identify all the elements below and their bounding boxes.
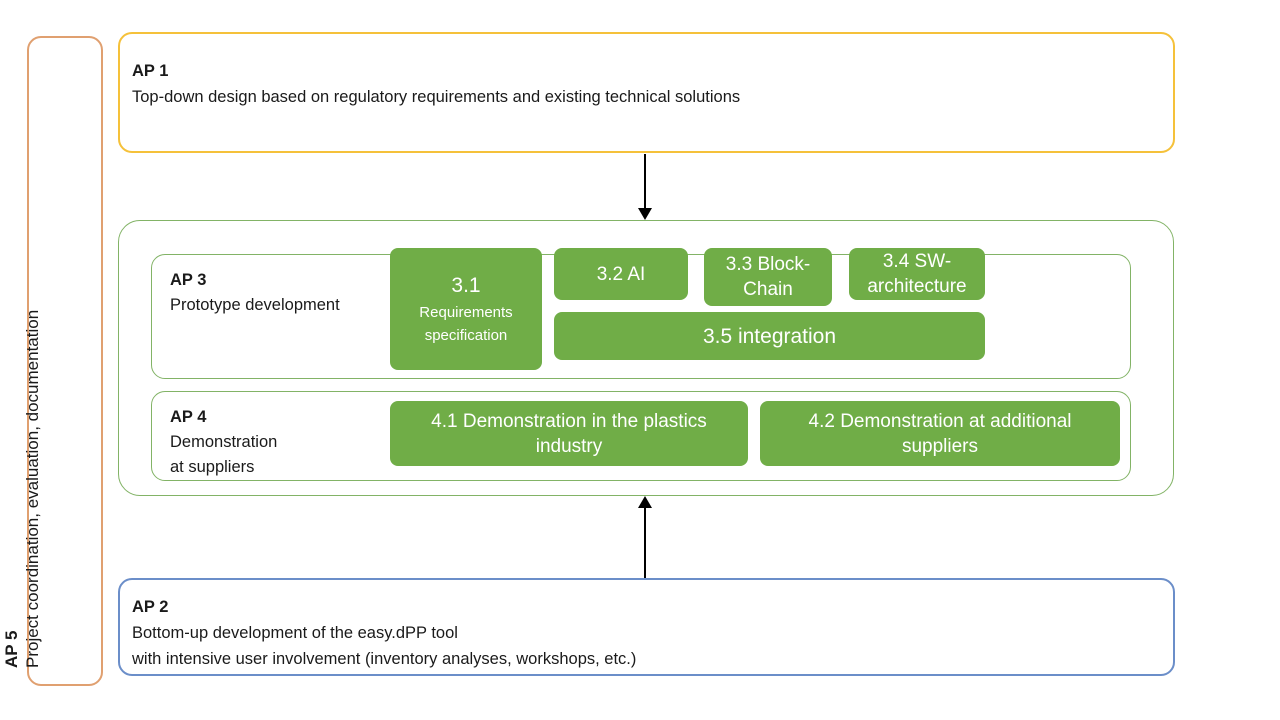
ap5-container: AP 5 Project coordination, evaluation, d… <box>2 36 103 686</box>
task-box-3-1[interactable]: 3.1 Requirements specification <box>390 248 542 370</box>
ap5-code: AP 5 <box>2 630 21 669</box>
task-3-1-label: Requirements specification <box>419 304 513 344</box>
ap5-text: Project coordination, evaluation, docume… <box>23 309 42 668</box>
ap3-code: AP 3 <box>170 271 207 289</box>
task-box-4-2[interactable]: 4.2 Demonstration at additional supplier… <box>760 401 1120 466</box>
ap1-container: AP 1 Top-down design based on regulatory… <box>118 32 1175 153</box>
ap4-code: AP 4 <box>170 408 207 426</box>
task-3-2-label: 3.2 AI <box>596 263 646 285</box>
arrow-ap1-to-middle-line <box>644 154 646 210</box>
task-box-3-4[interactable]: 3.4 SW-architecture <box>849 248 985 300</box>
task-4-1-label: 4.1 Demonstration in the plastics indust… <box>431 410 707 457</box>
task-3-3-label: 3.3 Block-Chain <box>725 254 811 300</box>
ap5-vertical-label: AP 5 Project coordination, evaluation, d… <box>1 38 43 668</box>
ap2-text-line2: with intensive user involvement (invento… <box>132 650 637 668</box>
task-box-3-3[interactable]: 3.3 Block-Chain <box>704 248 832 306</box>
arrow-ap1-to-middle-head <box>638 208 652 220</box>
task-3-1-number: 3.1 <box>451 274 481 297</box>
task-4-2-label: 4.2 Demonstration at additional supplier… <box>808 410 1072 457</box>
task-box-4-1[interactable]: 4.1 Demonstration in the plastics indust… <box>390 401 748 466</box>
ap4-container: AP 4 Demonstration at suppliers 4.1 Demo… <box>151 391 1131 481</box>
ap3-ap4-group: AP 3 Prototype development 3.1 Requireme… <box>118 220 1174 496</box>
arrow-ap2-to-middle-line <box>644 506 646 578</box>
ap4-text-line2: at suppliers <box>170 458 255 476</box>
ap3-text: Prototype development <box>170 296 340 314</box>
ap3-label: AP 3 Prototype development <box>170 268 340 318</box>
task-3-4-label: 3.4 SW-architecture <box>867 251 967 297</box>
ap1-text: Top-down design based on regulatory requ… <box>132 88 741 106</box>
ap4-label: AP 4 Demonstration at suppliers <box>170 405 277 480</box>
ap2-container: AP 2 Bottom-up development of the easy.d… <box>118 578 1175 676</box>
ap3-container: AP 3 Prototype development 3.1 Requireme… <box>151 248 1131 379</box>
task-box-3-2[interactable]: 3.2 AI <box>554 248 688 300</box>
arrow-ap2-to-middle-head <box>638 496 652 508</box>
task-3-5-label: 3.5 integration <box>702 324 837 348</box>
task-box-3-5[interactable]: 3.5 integration <box>554 312 985 360</box>
ap1-code: AP 1 <box>132 62 169 80</box>
ap2-code: AP 2 <box>132 598 169 616</box>
ap2-text-line1: Bottom-up development of the easy.dPP to… <box>132 624 458 642</box>
ap4-text-line1: Demonstration <box>170 433 278 451</box>
